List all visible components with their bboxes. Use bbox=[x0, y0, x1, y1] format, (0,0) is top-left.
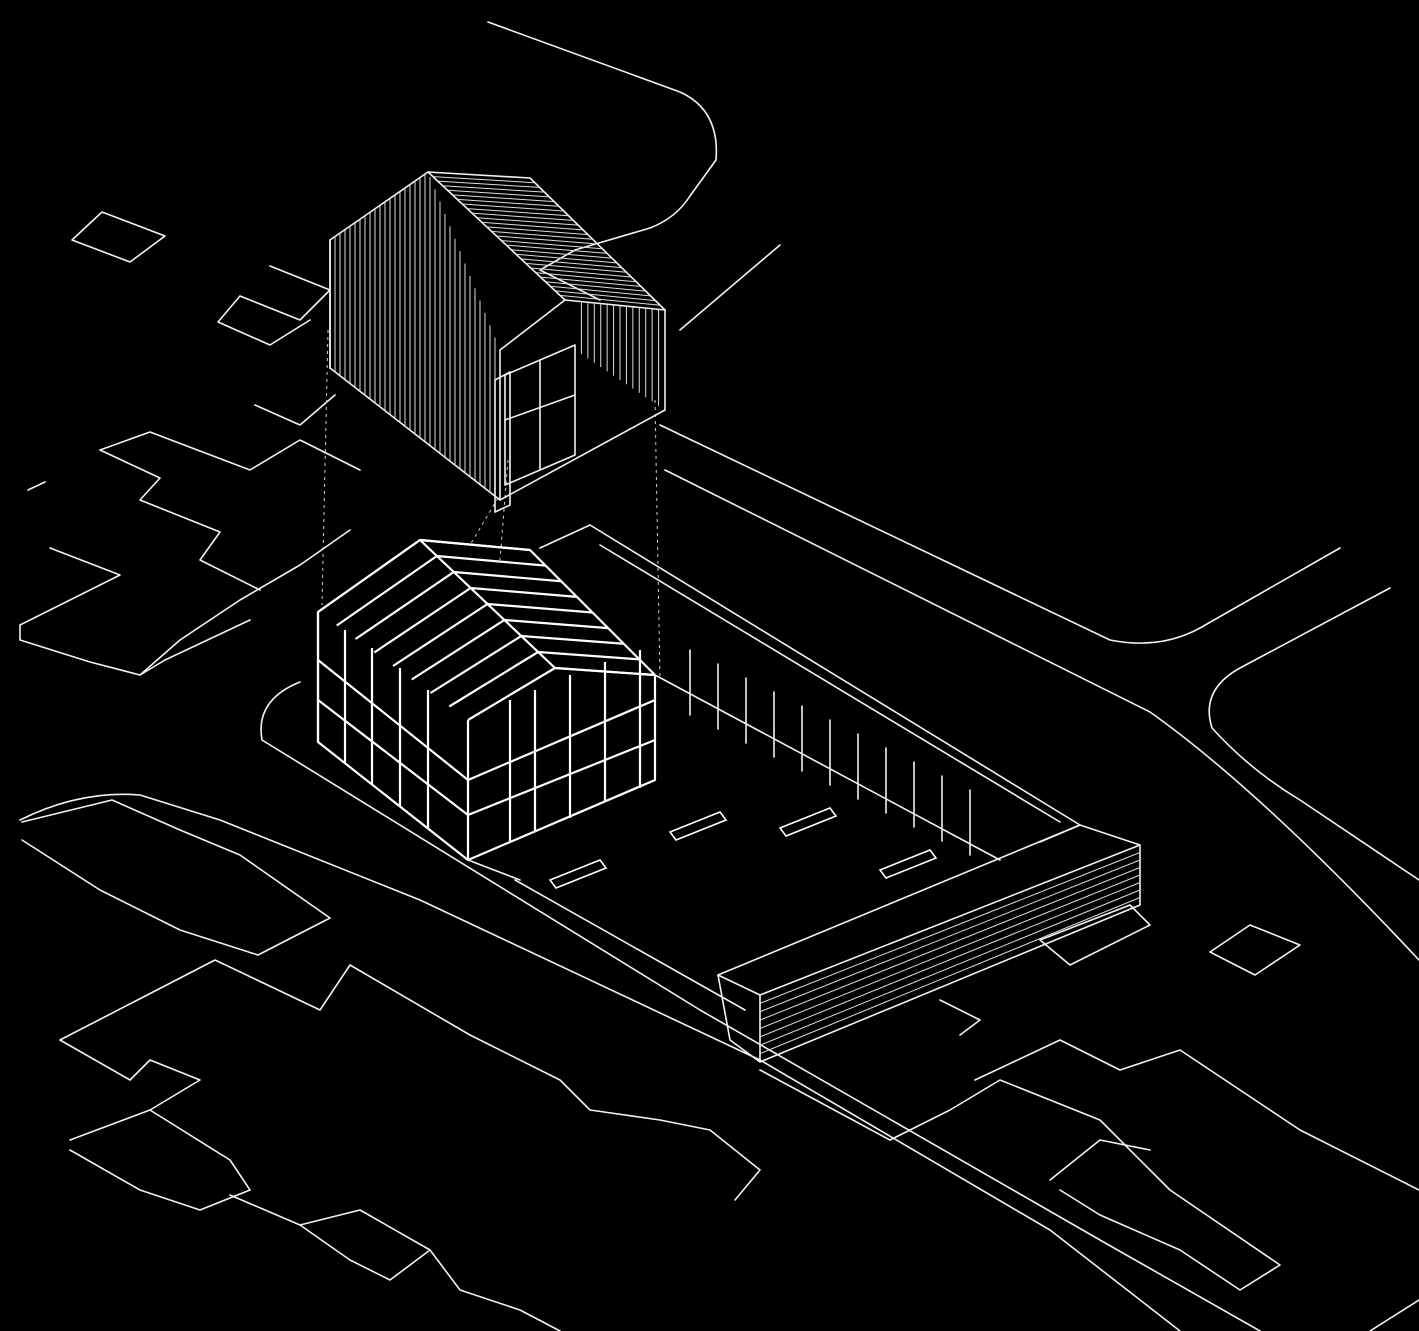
neighbour-footprints-bottom-left bbox=[21, 799, 761, 1331]
rafter bbox=[411, 619, 505, 681]
roof-board bbox=[520, 258, 622, 269]
wall-course bbox=[759, 874, 1141, 1029]
roof-board bbox=[442, 185, 545, 193]
courtyard bbox=[467, 524, 1081, 1011]
roof-board bbox=[501, 240, 603, 250]
roof-board bbox=[550, 285, 651, 297]
rafter bbox=[392, 603, 489, 667]
roof-board bbox=[545, 281, 646, 292]
roof-board bbox=[491, 230, 593, 240]
roof-board bbox=[486, 226, 588, 236]
rafter bbox=[554, 666, 656, 677]
rafter bbox=[354, 571, 455, 640]
wall-course bbox=[759, 889, 1141, 1046]
roof-board bbox=[432, 176, 535, 184]
roof-board bbox=[457, 198, 559, 207]
roof-board bbox=[481, 221, 584, 231]
rafter bbox=[373, 587, 472, 654]
neighbour-footprints-left bbox=[19, 211, 361, 676]
rafter bbox=[336, 555, 438, 627]
rafter bbox=[419, 538, 531, 552]
structural-frame bbox=[316, 538, 657, 862]
rafter bbox=[453, 570, 562, 583]
roof-board bbox=[535, 272, 637, 283]
bench bbox=[668, 811, 728, 841]
wall-course bbox=[759, 852, 1141, 1004]
bench bbox=[548, 859, 608, 889]
neighbour-footprints-bottom-right bbox=[759, 904, 1419, 1331]
roof-board bbox=[496, 235, 598, 245]
rafter bbox=[487, 602, 593, 614]
bench bbox=[878, 849, 938, 879]
roof-board bbox=[506, 244, 608, 254]
bench bbox=[778, 807, 838, 837]
wall-course bbox=[759, 859, 1141, 1013]
wall-course bbox=[759, 897, 1141, 1055]
rafter bbox=[436, 554, 546, 567]
timber-clad-envelope bbox=[329, 171, 666, 513]
boundary-wall bbox=[717, 824, 1141, 1063]
roof-board bbox=[525, 262, 627, 273]
rafter bbox=[504, 618, 609, 630]
roof-board bbox=[452, 194, 555, 203]
rafter bbox=[470, 586, 577, 598]
roof-board bbox=[540, 276, 641, 287]
roof-board bbox=[560, 294, 661, 306]
roof-board bbox=[555, 290, 656, 302]
wall-course bbox=[759, 882, 1141, 1038]
roof-board bbox=[530, 267, 632, 278]
street-outlines bbox=[19, 21, 1419, 1331]
rafter bbox=[538, 650, 640, 661]
rafter bbox=[521, 634, 624, 645]
roof-board bbox=[476, 217, 579, 226]
roof-board bbox=[467, 208, 569, 217]
roof-board bbox=[516, 253, 617, 264]
roof-board bbox=[447, 189, 550, 198]
roof-board bbox=[462, 203, 564, 212]
rafter bbox=[467, 667, 556, 721]
rafter bbox=[448, 651, 539, 708]
roof-board bbox=[471, 212, 574, 221]
projection-lines bbox=[321, 329, 661, 681]
roof-board bbox=[511, 249, 613, 259]
rafter bbox=[317, 539, 421, 613]
roof-board bbox=[437, 180, 540, 188]
wall-course bbox=[759, 867, 1141, 1021]
rafter bbox=[429, 635, 522, 694]
